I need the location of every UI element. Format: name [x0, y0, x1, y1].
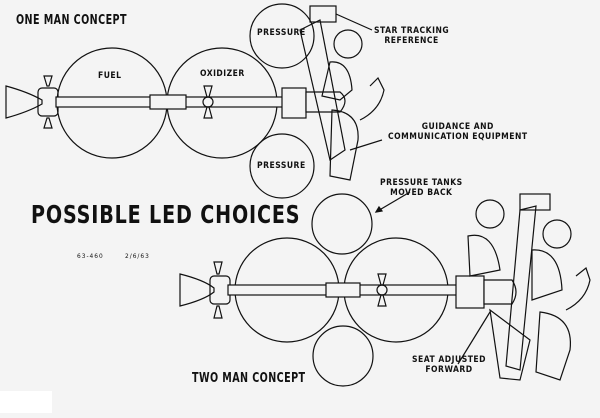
control-frame-two	[455, 275, 485, 309]
pressure-tank-two-bottom	[312, 325, 374, 387]
date-label: 2/6/63	[125, 252, 150, 260]
rocket-nozzle-bottom	[179, 273, 215, 307]
main-title: POSSIBLE LED CHOICES	[31, 200, 301, 229]
seat-adjusted-line-2: FORWARD	[425, 365, 473, 375]
pressure-moved-callout: PRESSURE TANKS MOVED BACK	[380, 178, 463, 198]
guidance-line-1: GUIDANCE AND	[421, 122, 494, 132]
helmet-two-b	[542, 219, 572, 249]
star-tracking-line-1: STAR TRACKING	[374, 26, 450, 36]
control-handle-one	[359, 76, 385, 121]
seat-frame-two	[505, 205, 537, 371]
pressure-tank-top	[249, 3, 315, 69]
control-frame-one	[281, 87, 307, 119]
control-handle-two	[565, 266, 591, 311]
star-tracking-line-2: REFERENCE	[384, 36, 439, 46]
pressure-tank-two-top	[311, 193, 373, 255]
pressure-moved-line-2: MOVED BACK	[390, 188, 453, 198]
pressure-top-label: PRESSURE	[257, 28, 306, 38]
helmet-one	[333, 29, 363, 59]
helmet-two-a	[475, 199, 505, 229]
seat-adjusted-line-1: SEAT ADJUSTED	[412, 355, 486, 365]
seat-adjusted-callout: SEAT ADJUSTED FORWARD	[412, 355, 486, 375]
reference-code: 63-460	[77, 252, 104, 260]
two-man-vehicle	[179, 191, 591, 387]
astronaut-torso-two-b	[531, 249, 563, 301]
truss-box-1	[149, 94, 187, 110]
callout-guidance-line	[349, 139, 383, 151]
guidance-callout: GUIDANCE AND COMMUNICATION EQUIPMENT	[388, 122, 528, 142]
callout-star-tracking-line	[335, 13, 373, 31]
astronaut-legs-two-a	[489, 308, 531, 381]
astronaut-legs-one	[329, 109, 359, 181]
guidance-line-2: COMMUNICATION EQUIPMENT	[388, 132, 528, 142]
astronaut-legs-two-b	[535, 311, 572, 381]
pressure-bottom-label: PRESSURE	[257, 161, 306, 171]
star-tracker-box-two	[519, 193, 551, 211]
one-man-vehicle	[5, 3, 385, 199]
astronaut-torso-two-a	[467, 234, 501, 277]
scan-patch	[0, 391, 52, 413]
thruster-top-down	[43, 117, 53, 129]
star-tracker-box	[309, 5, 337, 23]
callout-seat-adjusted-line	[457, 311, 491, 365]
one-man-heading: ONE MAN CONCEPT	[16, 13, 127, 28]
astronaut-torso-one	[321, 61, 353, 101]
oxidizer-label: OXIDIZER	[200, 69, 245, 79]
seat-frame-one	[299, 19, 346, 161]
pressure-moved-line-1: PRESSURE TANKS	[380, 178, 463, 188]
callout-pressure-moved-line	[375, 191, 411, 213]
fuel-label: FUEL	[98, 71, 122, 81]
thruster-top-up	[43, 75, 53, 87]
rocket-nozzle-top	[5, 85, 43, 119]
star-tracking-callout: STAR TRACKING REFERENCE	[374, 26, 449, 46]
pressure-tank-bottom	[249, 133, 315, 199]
two-man-heading: TWO MAN CONCEPT	[192, 371, 306, 386]
